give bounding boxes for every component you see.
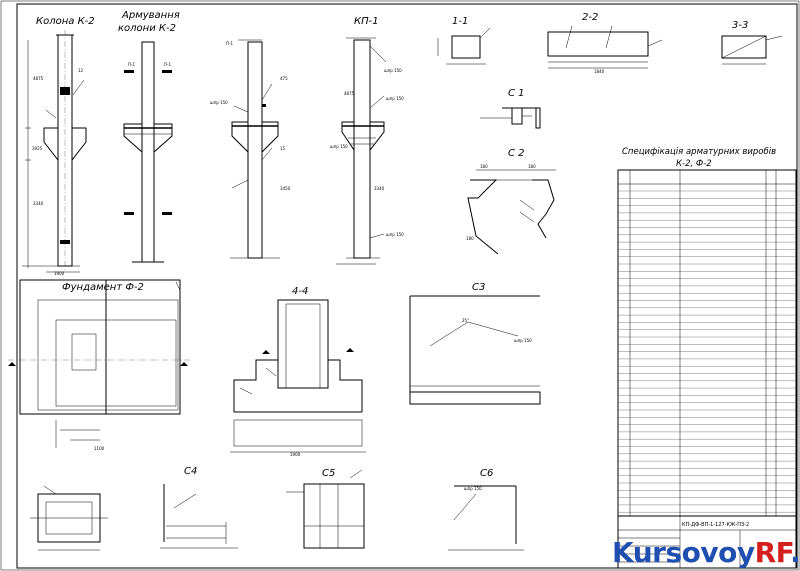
svg-text:KursovoyRF.ru: KursovoyRF.ru (612, 536, 800, 569)
foundation-block-plan (30, 485, 108, 551)
foundation-f2-plan: Фундамент Ф-2 1100 (8, 279, 192, 451)
assembly-c2: С 2 180 180 180 (466, 148, 556, 255)
section-3-3-title: 3-3 (732, 20, 748, 31)
svg-text:180: 180 (466, 236, 474, 241)
assembly-c6: С6 шпр 150 (448, 468, 524, 551)
svg-text:180: 180 (480, 164, 488, 169)
watermark-part-2: RF (755, 536, 793, 569)
assembly-c5: С5 (286, 468, 365, 549)
c6-title: С6 (480, 468, 493, 479)
svg-text:3925: 3925 (32, 146, 43, 151)
svg-text:1900: 1900 (54, 271, 65, 276)
svg-text:3450: 3450 (280, 186, 291, 191)
reinforcement-title-line1: Армування (121, 10, 180, 21)
section-2-2-title: 2-2 (582, 12, 598, 23)
svg-text:1840: 1840 (594, 69, 605, 74)
svg-text:1900: 1900 (290, 452, 301, 457)
svg-text:шпр 150: шпр 150 (386, 96, 404, 101)
svg-text:П-1: П-1 (226, 41, 233, 46)
assembly-c3: С3 25° шпр 150 (409, 282, 541, 405)
spec-title-line2: К-2, Ф-2 (676, 159, 712, 169)
section-1-1: 1-1 (437, 16, 491, 65)
svg-text:шпр 150: шпр 150 (330, 144, 348, 149)
column-k2-reinforcement: Армування колони К-2 П-1 П-1 (118, 10, 180, 263)
svg-text:180: 180 (528, 164, 536, 169)
svg-text:П-1: П-1 (128, 62, 135, 67)
section-1-1-title: 1-1 (452, 16, 468, 27)
site-watermark-logo: KursovoyRF.ru (612, 536, 800, 569)
svg-text:шпр 150: шпр 150 (384, 68, 402, 73)
svg-text:3340: 3340 (374, 186, 385, 191)
svg-text:шпр 150: шпр 150 (210, 100, 228, 105)
reinforcement-title-line2: колони К-2 (118, 23, 176, 34)
column-elevation-3: П-1 шпр 150 475 15 3450 (210, 39, 291, 259)
watermark-part-1: Kursovoy (612, 536, 755, 569)
svg-text:1100: 1100 (94, 446, 105, 451)
section-4-4-title: 4-4 (292, 286, 308, 297)
spec-footer-code: КП-ДФ-ВП-1-127-КЖ-ПЗ-2 (682, 522, 749, 528)
c3-title: С3 (472, 282, 485, 293)
assembly-c1: С 1 (480, 88, 541, 129)
watermark-part-3: .ru (790, 536, 800, 569)
column-k2-title: Колона К-2 (36, 16, 95, 27)
column-k2-drawing: Колона К-2 4875 3925 3340 1900 12 (22, 16, 95, 276)
svg-text:15: 15 (280, 146, 286, 151)
kp1-title: КП-1 (354, 16, 379, 27)
spec-title-line1: Специфікація арматурних виробів (622, 147, 776, 157)
svg-text:П-1: П-1 (164, 62, 171, 67)
svg-text:4875: 4875 (344, 91, 355, 96)
c1-title: С 1 (508, 88, 525, 99)
svg-text:шпр 150: шпр 150 (514, 338, 532, 343)
sheet-inner-frame (16, 3, 798, 569)
section-4-4: 4-4 1900 (230, 286, 366, 457)
c4-title: С4 (184, 466, 197, 477)
foundation-title: Фундамент Ф-2 (62, 282, 144, 293)
svg-text:шпр 150: шпр 150 (386, 232, 404, 237)
specification-table: Специфікація арматурних виробів К-2, Ф-2… (617, 147, 797, 569)
c2-title: С 2 (508, 148, 525, 159)
section-3-3: 3-3 (721, 20, 783, 65)
svg-text:шпр 150: шпр 150 (464, 486, 482, 491)
assembly-c4: С4 (160, 466, 238, 549)
svg-text:12: 12 (78, 68, 84, 73)
section-2-2: 2-2 1840 (547, 12, 663, 74)
svg-text:475: 475 (280, 76, 288, 81)
svg-text:25°: 25° (462, 318, 469, 323)
svg-text:3340: 3340 (33, 201, 44, 206)
kp1-drawing: КП-1 шпр 150 шпр 150 шпр 150 шпр 150 487… (330, 16, 404, 265)
svg-text:4875: 4875 (33, 76, 44, 81)
c5-title: С5 (322, 468, 335, 479)
